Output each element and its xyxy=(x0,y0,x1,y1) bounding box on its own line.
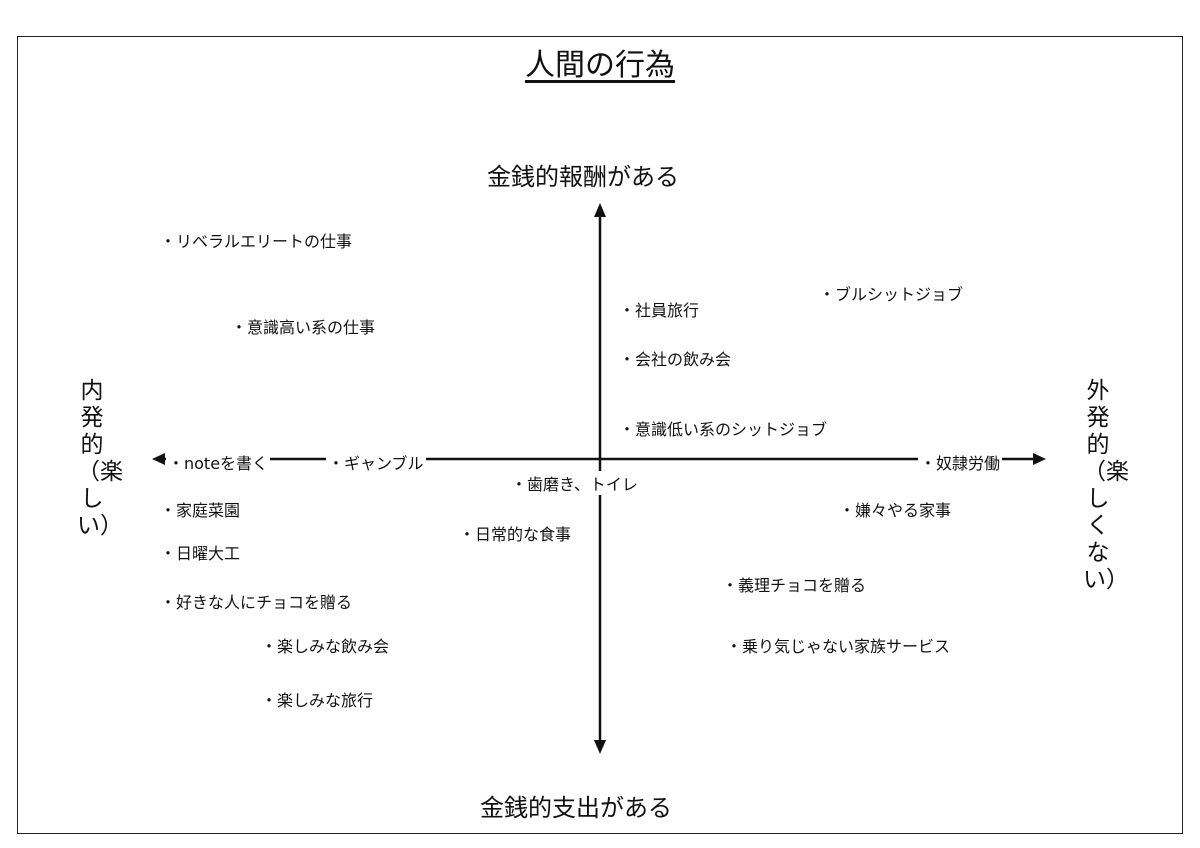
item-giri-choco: ・義理チョコを贈る xyxy=(720,572,869,596)
item-nichijo-shokuji: ・日常的な食事 xyxy=(457,521,574,545)
item-kaisha-nomikai: ・会社の飲み会 xyxy=(617,346,734,370)
diagram-title: 人間の行為 xyxy=(0,40,1200,84)
item-suki-choco: ・好きな人にチョコを贈る xyxy=(158,589,355,613)
axis-label-bottom: 金銭的支出がある xyxy=(480,794,672,822)
item-nichiyo-daiku: ・日曜大工 xyxy=(158,540,243,564)
item-note: ・noteを書く xyxy=(166,450,271,474)
axis-label-right: 外発的（楽しくない） xyxy=(1083,378,1129,593)
item-iyaiya-kaji: ・嫌々やる家事 xyxy=(837,497,954,521)
item-liberal-elite: ・リベラルエリートの仕事 xyxy=(158,228,355,252)
arrow-down-icon xyxy=(594,740,606,754)
arrow-right-icon xyxy=(1033,453,1046,465)
item-dorei: ・奴隷労働 xyxy=(918,450,1003,474)
item-ishiki-takai: ・意識高い系の仕事 xyxy=(229,314,378,338)
arrow-left-icon xyxy=(152,453,165,465)
item-norigi-kazoku: ・乗り気じゃない家族サービス xyxy=(724,633,953,657)
item-tanoshimi-nomikai: ・楽しみな飲み会 xyxy=(259,633,392,657)
axis-label-top: 金銭的報酬がある xyxy=(487,163,679,191)
title-text: 人間の行為 xyxy=(525,48,675,83)
arrow-up-icon xyxy=(594,203,606,217)
axis-label-left: 内発的（楽しい） xyxy=(77,378,123,539)
item-katei-saien: ・家庭菜園 xyxy=(158,497,243,521)
item-gamble: ・ギャンブル xyxy=(326,450,426,474)
item-bullshit-job: ・ブルシットジョブ xyxy=(817,281,966,305)
item-tanoshimi-ryokou: ・楽しみな旅行 xyxy=(259,687,376,711)
item-ishiki-hikui: ・意識低い系のシットジョブ xyxy=(617,416,830,440)
diagram-frame xyxy=(17,36,1183,834)
item-hamigaki: ・歯磨き、トイレ xyxy=(509,471,640,495)
item-shain-ryokou: ・社員旅行 xyxy=(617,297,702,321)
